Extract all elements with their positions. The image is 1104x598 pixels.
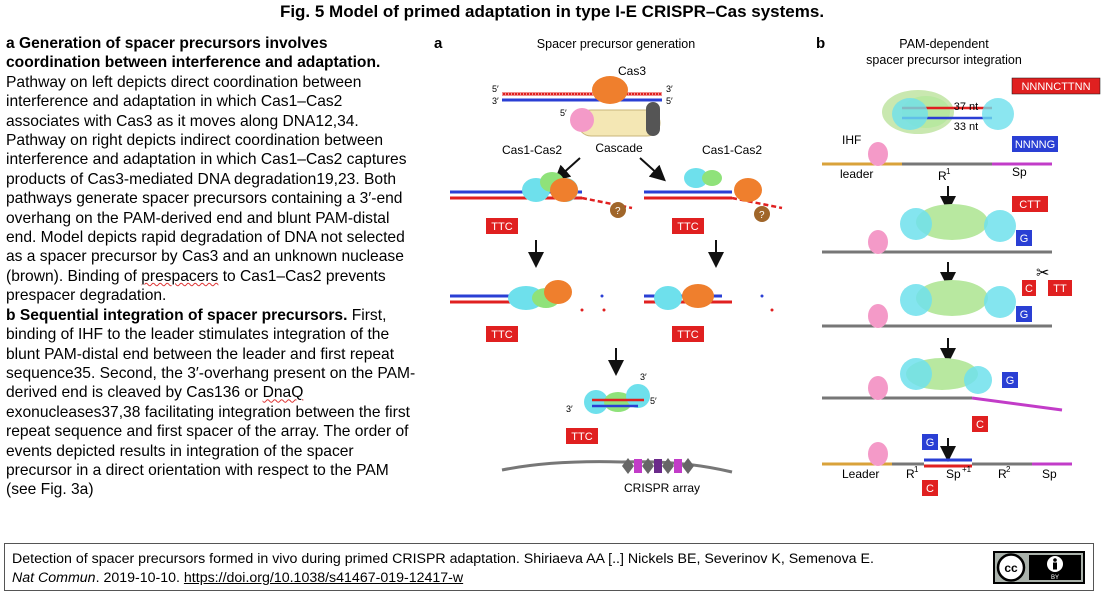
c-label: C: [926, 483, 934, 495]
g-label: G: [926, 437, 935, 449]
r1-final-label: R: [906, 467, 915, 481]
superscript-1: 1: [946, 167, 951, 176]
panel-b: b PAM-dependent spacer precursor integra…: [816, 35, 1101, 496]
label-3prime: 3′: [640, 372, 647, 382]
sp-label: Sp: [1012, 165, 1027, 179]
by-text: BY: [1051, 575, 1059, 581]
citation-line1: Detection of spacer precursors formed in…: [12, 551, 874, 567]
figure-title: Fig. 5 Model of primed adaptation in typ…: [279, 2, 825, 21]
panel-b-letter: b: [816, 35, 825, 52]
spacer-precursor: 37 nt 33 nt NNNNCTTNN NNNNG: [882, 77, 1101, 152]
citation-doi-link[interactable]: https://doi.org/10.1038/s41467-019-12417…: [183, 569, 464, 586]
pam-nnnnctt: NNNNCTTNN: [1021, 81, 1090, 93]
left-pathway-step1: ? TTC: [450, 172, 633, 234]
ttc-label: TTC: [491, 329, 512, 341]
right-pathway-step2: TTC: [644, 284, 774, 342]
cascade-complex: 5′ 3′ 3′ 5′ Cas3 Cascade 5′: [492, 64, 673, 155]
ihf-label: IHF: [842, 133, 861, 147]
arrow-left: [554, 157, 581, 182]
length-33nt: 33 nt: [954, 121, 978, 133]
figure-legend: a Generation of spacer precursors involv…: [6, 34, 418, 500]
panel-a-title: Spacer precursor generation: [537, 37, 695, 51]
ctt-label: CTT: [1019, 199, 1041, 211]
ttc-box: [486, 218, 518, 234]
question-mark: ?: [759, 210, 765, 221]
tt-label: TT: [1053, 283, 1067, 295]
cc-by-license-icon: cc BY: [993, 551, 1085, 584]
superscript-1: 1: [914, 465, 919, 474]
panel-b-title-2: spacer precursor integration: [866, 53, 1022, 67]
label-5prime: 5′: [492, 84, 499, 94]
ttc-label: TTC: [677, 329, 698, 341]
legend-a-wavy-word: prespacers: [141, 267, 219, 285]
r1-label: R: [938, 169, 947, 183]
g-label: G: [1020, 309, 1029, 321]
ttc-label: TTC: [571, 431, 592, 443]
legend-part-b: b Sequential integration of spacer precu…: [6, 306, 418, 500]
panel-b-title-1: PAM-dependent: [899, 37, 989, 51]
ttc-label: TTC: [491, 221, 512, 233]
label-5prime: 5′: [666, 96, 673, 106]
cas3-label: Cas3: [618, 64, 646, 78]
legend-a-text: Pathway on left depicts direct coordinat…: [6, 73, 407, 285]
spplus-label: Sp: [946, 467, 961, 481]
legend-b-text: First, binding of IHF to the leader stim…: [6, 306, 416, 402]
label-5prime: 5′: [560, 108, 567, 118]
label-5prime: 5′: [650, 396, 657, 406]
cas3-protein: [592, 76, 628, 104]
legend-a-text2: to Cas1–Cas2 prevents prespacer degradat…: [6, 267, 386, 305]
c-label: C: [976, 419, 984, 431]
cas12-label-left: Cas1-Cas2: [502, 143, 562, 157]
integration-step1: CTT G: [822, 196, 1052, 254]
scissors-icon: ✂: [1036, 265, 1049, 282]
panel-a: a Spacer precursor generation 5′ 3′ 3′ 5…: [434, 35, 783, 495]
superscript-2: 2: [1006, 465, 1011, 474]
ihf-protein: [868, 142, 888, 166]
length-37nt: 37 nt: [954, 101, 978, 113]
question-mark: ?: [615, 206, 621, 217]
integration-step2: C TT ✂ G: [822, 265, 1072, 328]
model-diagram: a Spacer precursor generation 5′ 3′ 3′ 5…: [434, 35, 1101, 496]
legend-b-text2: exonucleases37,38 facilitating integrati…: [6, 403, 410, 499]
pam-nnnng: NNNNG: [1015, 139, 1055, 151]
citation-text: Detection of spacer precursors formed in…: [12, 550, 972, 587]
label-3prime: 3′: [492, 96, 499, 106]
cascade-label: Cascade: [595, 141, 643, 155]
r2-label: R: [998, 467, 1007, 481]
legend-b-wavy-word: DnaQ: [262, 384, 304, 402]
integration-step3: G C: [822, 358, 1063, 432]
citation-box: Detection of spacer precursors formed in…: [4, 543, 1094, 591]
c-label: C: [1025, 283, 1033, 295]
g-label: G: [1006, 375, 1015, 387]
leader-cap-label: Leader: [842, 467, 879, 481]
citation-date: . 2019-10-10.: [95, 569, 184, 586]
left-pathway-step2: TTC: [450, 280, 606, 342]
model-figure: a Spacer precursor generation 5′ 3′ 3′ 5…: [432, 30, 1104, 538]
cc-text: cc: [1004, 561, 1018, 575]
panel-a-letter: a: [434, 35, 443, 52]
cas12-label-right: Cas1-Cas2: [702, 143, 762, 157]
unknown-nuclease: [610, 202, 626, 218]
legend-b-heading: b Sequential integration of spacer precu…: [6, 306, 348, 324]
legend-part-a: a Generation of spacer precursors involv…: [6, 34, 418, 306]
sp-final-label: Sp: [1042, 467, 1057, 481]
leader-row: IHF leader R 1 Sp: [822, 133, 1052, 183]
legend-a-heading: a Generation of spacer precursors involv…: [6, 35, 381, 72]
superscript-plus1: +1: [962, 465, 972, 474]
final-array: G C Leader R 1 Sp +1 R 2 Sp: [822, 434, 1072, 496]
ttc-label: TTC: [677, 221, 698, 233]
arrow-right: [639, 157, 666, 182]
bound-spacer-precursor: 3′ 5′ 3′ TTC: [566, 372, 657, 444]
leader-label: leader: [840, 167, 873, 181]
g-label: G: [1020, 233, 1029, 245]
label-3prime: 3′: [566, 404, 573, 414]
crispr-array: CRISPR array: [501, 458, 733, 495]
right-pathway-step1: ? TTC: [644, 168, 783, 234]
citation-journal: Nat Commun: [12, 569, 96, 586]
crispr-array-label: CRISPR array: [624, 481, 700, 495]
label-3prime: 3′: [666, 84, 673, 94]
